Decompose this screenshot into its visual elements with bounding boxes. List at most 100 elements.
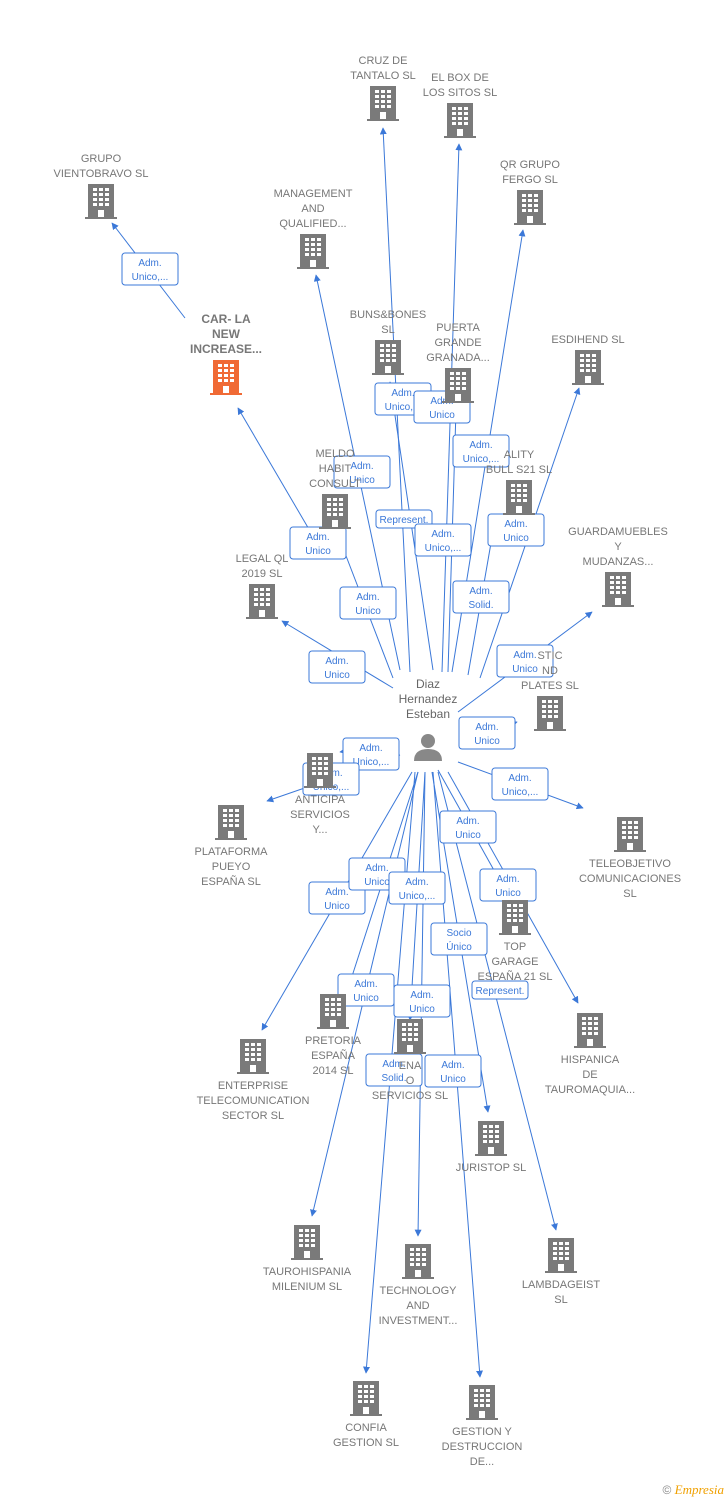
company-node-hispanica[interactable]: HISPANICADETAUROMAQUIA... [545, 1013, 635, 1096]
edge-label-serviciossl[interactable]: Adm.Unico,... [388, 871, 446, 905]
edge-label-text: Unico [512, 664, 538, 675]
edge-label-text: Solid. [381, 1073, 406, 1084]
company-name: PRETORIA [305, 1035, 362, 1047]
edge-label-anticipa[interactable]: Adm.Unico,... [342, 737, 400, 771]
edge-label-hispanica[interactable]: Adm. Unico [479, 868, 537, 902]
company-node-buns[interactable]: BUNS&BONES SL [350, 309, 426, 375]
company-name: SERVICIOS [290, 809, 350, 821]
company-node-gestion[interactable]: GESTION YDESTRUCCIONDE... [442, 1385, 523, 1468]
company-name: ANTICIPA [295, 794, 346, 806]
company-name: TOP [504, 941, 526, 953]
building-icon [402, 1244, 434, 1279]
company-name: MANAGEMENT [274, 188, 353, 200]
edge-label-legal[interactable]: Adm.Unico [308, 650, 366, 684]
edge-label-text: Represent. [380, 515, 429, 526]
edge-label-technology[interactable]: Adm.Unico [393, 984, 451, 1018]
company-name: SL [381, 324, 394, 336]
company-name: VIENTOBRAVO SL [54, 168, 149, 180]
company-node-mgmt[interactable]: MANAGEMENTANDQUALIFIED... [274, 188, 353, 269]
edge-label-text: Adm. [350, 461, 373, 472]
edge-label-teleob[interactable]: Adm.Unico,... [491, 767, 549, 801]
person-icon [414, 734, 442, 761]
edge-label-text: Adm. [391, 388, 414, 399]
company-name: CAR- LA [201, 312, 251, 326]
edge-label-text: Adm. [410, 990, 433, 1001]
edge-p-lambda [437, 771, 558, 1231]
company-name: SECTOR SL [222, 1110, 284, 1122]
company-name: COMUNICACIONES [579, 873, 681, 885]
company-name: PUEYO [212, 861, 251, 873]
edge-label-text: Represent. [476, 986, 525, 997]
company-name: ND [542, 665, 558, 677]
building-icon [466, 1385, 498, 1420]
company-node-juristop[interactable]: JURISTOP SL [456, 1121, 527, 1174]
company-node-anticipa[interactable]: ANTICIPASERVICIOSY... [290, 753, 350, 836]
edge-label-quality[interactable]: Adm.Solid. [452, 580, 510, 614]
edge-label-text: Adm. [431, 529, 454, 540]
edge-label-carla[interactable]: Adm.Unico [289, 526, 347, 560]
company-name: TAUROHISPANIA [263, 1266, 352, 1278]
edge-label-tauro[interactable]: Adm.Unico [337, 973, 395, 1007]
edge-label-mgmt[interactable]: Adm.Unico [333, 455, 391, 489]
edge-label-text: Adm. [456, 816, 479, 827]
company-name: BUNS&BONES [350, 309, 426, 321]
edge-label-qr[interactable]: Adm.Unico,... [452, 434, 510, 468]
edge-label-topgarage[interactable]: Adm.Unico [439, 810, 497, 844]
edge-label-viento[interactable]: Adm. Unico,... [121, 252, 179, 286]
edge-label-gestion[interactable]: Adm.Unico [424, 1054, 482, 1088]
edge-label-lambda[interactable]: Represent. [471, 980, 529, 1000]
company-name: PUERTA [436, 322, 480, 334]
company-name: HISPANICA [561, 1054, 620, 1066]
edge-label-guarda[interactable]: Adm.Unico [496, 644, 554, 678]
edge-label-text: Adm. [469, 440, 492, 451]
company-name: LAMBDAGEIST [522, 1279, 601, 1291]
edge-label-text: Unico [495, 888, 521, 899]
company-node-guarda[interactable]: GUARDAMUEBLESYMUDANZAS... [568, 526, 668, 607]
edge-label-text: Adm. [365, 863, 388, 874]
company-node-technology[interactable]: TECHNOLOGYANDINVESTMENT... [379, 1244, 458, 1327]
edge-label-text: Adm. [382, 1059, 405, 1070]
company-name: GUARDAMUEBLES [568, 526, 668, 538]
edge-label-text: Adm. [496, 874, 519, 885]
company-node-puerta[interactable]: PUERTAGRANDEGRANADA... [426, 322, 490, 403]
company-node-esdihend[interactable]: ESDIHEND SL [551, 334, 625, 385]
edge-label-text: Adm. [508, 773, 531, 784]
brand-logo[interactable]: Empresia [674, 1482, 724, 1497]
edge-label-text: Unico [429, 410, 455, 421]
edge-label-plastic[interactable]: Adm.Unico [458, 716, 516, 750]
edge-label-text: Unico [324, 670, 350, 681]
building-icon [545, 1238, 577, 1273]
edge-label-text: Adm. [354, 979, 377, 990]
building-icon [503, 480, 535, 515]
edge-label-esdihend[interactable]: Adm.Unico [487, 513, 545, 547]
edge-label-text: Unico,... [132, 272, 169, 283]
company-node-carla[interactable]: CAR- LANEWINCREASE... [190, 312, 262, 395]
edge-label-text: Adm. [138, 258, 161, 269]
edge-label-text: Unico [355, 606, 381, 617]
company-name: AND [406, 1300, 429, 1312]
edge-label-puerta[interactable]: Adm.Unico,... [414, 523, 472, 557]
edge-label-meldo[interactable]: Adm.Unico [339, 586, 397, 620]
company-name: GRANDE [434, 337, 481, 349]
company-name: TANTALO SL [350, 70, 416, 82]
